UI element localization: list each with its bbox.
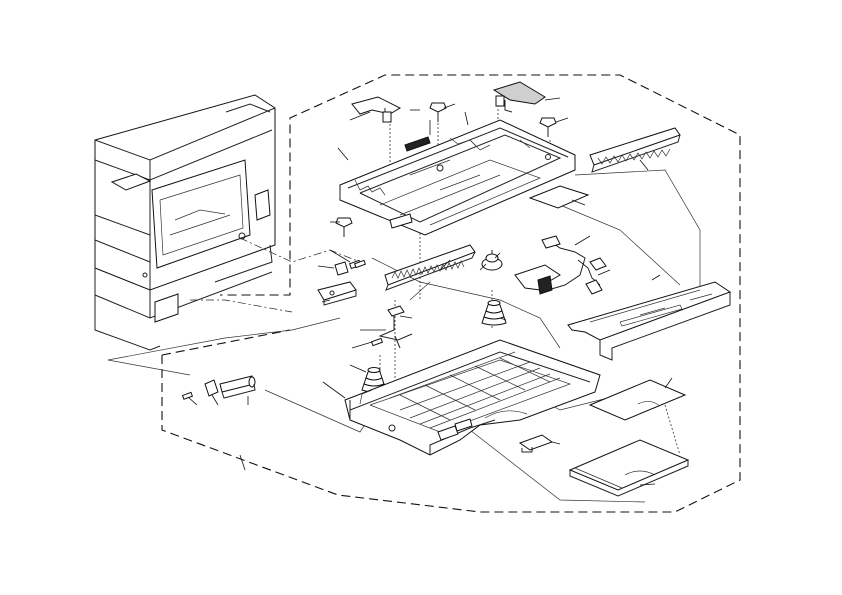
bottom-tray (344, 339, 601, 456)
side-rail-upper (589, 127, 681, 173)
label-plate (528, 185, 590, 209)
axle-group (181, 375, 256, 400)
spring-gear (481, 250, 503, 271)
cover-plate (588, 379, 687, 421)
upper-tray-frame (339, 119, 576, 236)
copier-machine-body (94, 94, 276, 351)
bracket-b (317, 281, 357, 306)
hinge-left (351, 96, 402, 123)
callout-leaders (187, 97, 673, 486)
pin-b (370, 337, 384, 347)
screw-3 (335, 217, 353, 237)
harness-sensor (514, 235, 607, 295)
bushing-right (481, 300, 507, 326)
hinge-right (492, 81, 546, 113)
assembly-boundaries (161, 74, 741, 513)
guide-plate (568, 439, 690, 497)
connector-rail (384, 244, 476, 291)
screw-1 (429, 102, 447, 122)
lever-shaft (378, 305, 413, 349)
pin-a (353, 259, 367, 269)
screw-2 (539, 117, 557, 137)
stopper-bracket (518, 434, 554, 453)
side-rail-lower (567, 281, 732, 361)
